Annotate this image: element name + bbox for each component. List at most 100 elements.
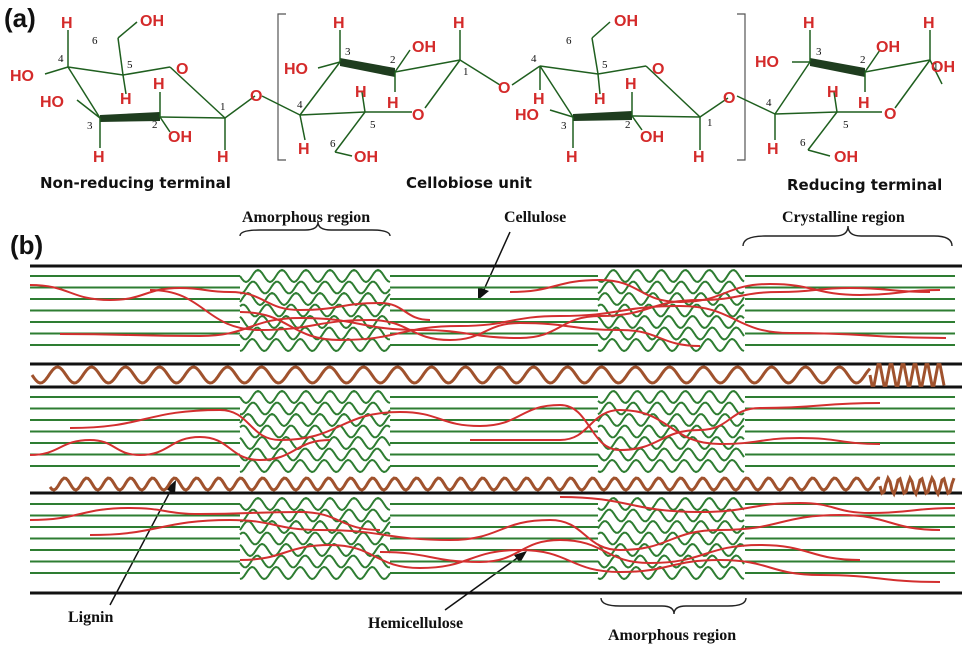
amorphous-cellulose-wave bbox=[239, 496, 391, 512]
atom-h: H bbox=[93, 149, 105, 166]
atom-h: H bbox=[693, 149, 705, 166]
svg-text:3: 3 bbox=[816, 46, 822, 58]
arrow-hemicellulose bbox=[444, 555, 521, 611]
atom-h: H bbox=[566, 149, 578, 166]
arrow-lignin bbox=[109, 487, 173, 606]
amorphous-cellulose-wave bbox=[239, 389, 391, 405]
svg-text:3: 3 bbox=[561, 120, 567, 132]
amorphous-cellulose-wave bbox=[597, 280, 745, 295]
svg-text:2: 2 bbox=[152, 119, 158, 131]
amorphous-cellulose-wave bbox=[597, 436, 745, 450]
atom-o: O bbox=[498, 80, 510, 97]
svg-text:3: 3 bbox=[345, 46, 351, 58]
atom-o: O bbox=[652, 61, 664, 78]
amorphous-cellulose-wave bbox=[240, 508, 391, 523]
amorphous-cellulose-wave bbox=[597, 326, 745, 341]
amorphous-cellulose-wave bbox=[239, 531, 391, 546]
atom-oh: OH bbox=[876, 39, 900, 56]
svg-text:1: 1 bbox=[463, 66, 469, 78]
hemicellulose-strand bbox=[29, 506, 381, 531]
atom-ho: HO bbox=[40, 94, 64, 111]
amorphous-cellulose-wave bbox=[240, 401, 391, 416]
svg-text:4: 4 bbox=[58, 53, 64, 65]
label-amorphous-top: Amorphous region bbox=[242, 209, 370, 226]
svg-text:6: 6 bbox=[330, 138, 336, 150]
atom-o: O bbox=[723, 90, 735, 107]
amorphous-cellulose-wave bbox=[239, 554, 391, 569]
label-cellulose: Cellulose bbox=[504, 209, 566, 226]
svg-text:6: 6 bbox=[566, 35, 572, 47]
brace-amorphous-top bbox=[239, 221, 391, 237]
atom-h: H bbox=[453, 15, 465, 32]
hemicellulose-strand bbox=[239, 543, 941, 583]
hemicellulose-strand bbox=[559, 496, 956, 515]
atom-o: O bbox=[884, 106, 896, 123]
atom-h: H bbox=[153, 76, 165, 93]
atom-oh: OH bbox=[412, 39, 436, 56]
atom-oh: OH bbox=[931, 59, 955, 76]
amorphous-cellulose-wave bbox=[597, 497, 745, 511]
atom-oh: OH bbox=[834, 149, 858, 166]
svg-text:6: 6 bbox=[92, 35, 98, 47]
lignin-strand bbox=[30, 365, 872, 385]
caption-non-reducing: Non-reducing terminal bbox=[40, 174, 231, 192]
atom-o: O bbox=[176, 61, 188, 78]
atom-h: H bbox=[61, 15, 73, 32]
svg-text:5: 5 bbox=[602, 59, 608, 71]
atom-h: H bbox=[298, 141, 310, 158]
amorphous-cellulose-wave bbox=[597, 315, 745, 329]
atom-h: H bbox=[767, 141, 779, 158]
atom-h: H bbox=[803, 15, 815, 32]
atom-h: H bbox=[333, 15, 345, 32]
lignin-strand bbox=[878, 474, 956, 498]
caption-reducing: Reducing terminal bbox=[787, 176, 942, 194]
hemicellulose-strand bbox=[379, 538, 861, 565]
hemicellulose-strand bbox=[239, 304, 947, 342]
glucose-ring-3: OH O H HO H H OH H H 6 4 5 3 2 1 bbox=[511, 13, 729, 166]
amorphous-cellulose-wave bbox=[239, 565, 391, 581]
svg-text:1: 1 bbox=[220, 101, 226, 113]
lignin-strand bbox=[48, 476, 881, 492]
glucose-ring-2: H HO OH H H O H H OH 3 2 1 4 5 6 bbox=[261, 15, 501, 166]
atom-h: H bbox=[355, 84, 367, 101]
lignin-strand bbox=[868, 363, 946, 387]
svg-text:4: 4 bbox=[297, 99, 303, 111]
svg-text:4: 4 bbox=[766, 97, 772, 109]
caption-cellobiose: Cellobiose unit bbox=[406, 174, 532, 192]
amorphous-cellulose-wave bbox=[239, 519, 391, 535]
hemicellulose-strand bbox=[470, 408, 881, 446]
amorphous-cellulose-wave bbox=[240, 280, 391, 295]
amorphous-cellulose-wave bbox=[239, 458, 391, 474]
atom-oh: OH bbox=[140, 13, 164, 30]
hemicellulose-strand bbox=[29, 284, 431, 321]
atom-oh: OH bbox=[354, 149, 378, 166]
amorphous-cellulose-wave bbox=[239, 424, 391, 439]
label-crystalline: Crystalline region bbox=[782, 209, 905, 226]
amorphous-cellulose-wave bbox=[597, 269, 745, 283]
svg-text:1: 1 bbox=[707, 117, 713, 129]
atom-h: H bbox=[217, 149, 229, 166]
atom-ho: HO bbox=[10, 68, 34, 85]
hemicellulose-strand bbox=[69, 402, 881, 452]
amorphous-cellulose-wave bbox=[597, 458, 745, 474]
atom-h: H bbox=[120, 91, 132, 108]
amorphous-cellulose-wave bbox=[597, 390, 745, 404]
label-amorphous-bottom: Amorphous region bbox=[608, 627, 736, 644]
amorphous-cellulose-wave bbox=[239, 303, 391, 318]
hemicellulose-strand bbox=[89, 513, 941, 552]
amorphous-cellulose-wave bbox=[597, 401, 745, 416]
atom-h: H bbox=[533, 91, 545, 108]
svg-text:5: 5 bbox=[843, 119, 849, 131]
amorphous-cellulose-wave bbox=[239, 268, 391, 284]
atom-ho: HO bbox=[515, 107, 539, 124]
amorphous-cellulose-wave bbox=[597, 413, 745, 427]
amorphous-cellulose-wave bbox=[597, 292, 745, 306]
atom-h: H bbox=[858, 95, 870, 112]
atom-h: H bbox=[827, 84, 839, 101]
arrow-head-cellulose bbox=[478, 287, 489, 300]
svg-text:3: 3 bbox=[87, 120, 93, 132]
atom-o: O bbox=[412, 107, 424, 124]
cellulose-chain-structure: H OH HO O HO H H OH H H O 6 4 5 3 2 1 bbox=[10, 13, 955, 166]
svg-text:4: 4 bbox=[531, 53, 537, 65]
fibril-layers bbox=[29, 264, 962, 595]
